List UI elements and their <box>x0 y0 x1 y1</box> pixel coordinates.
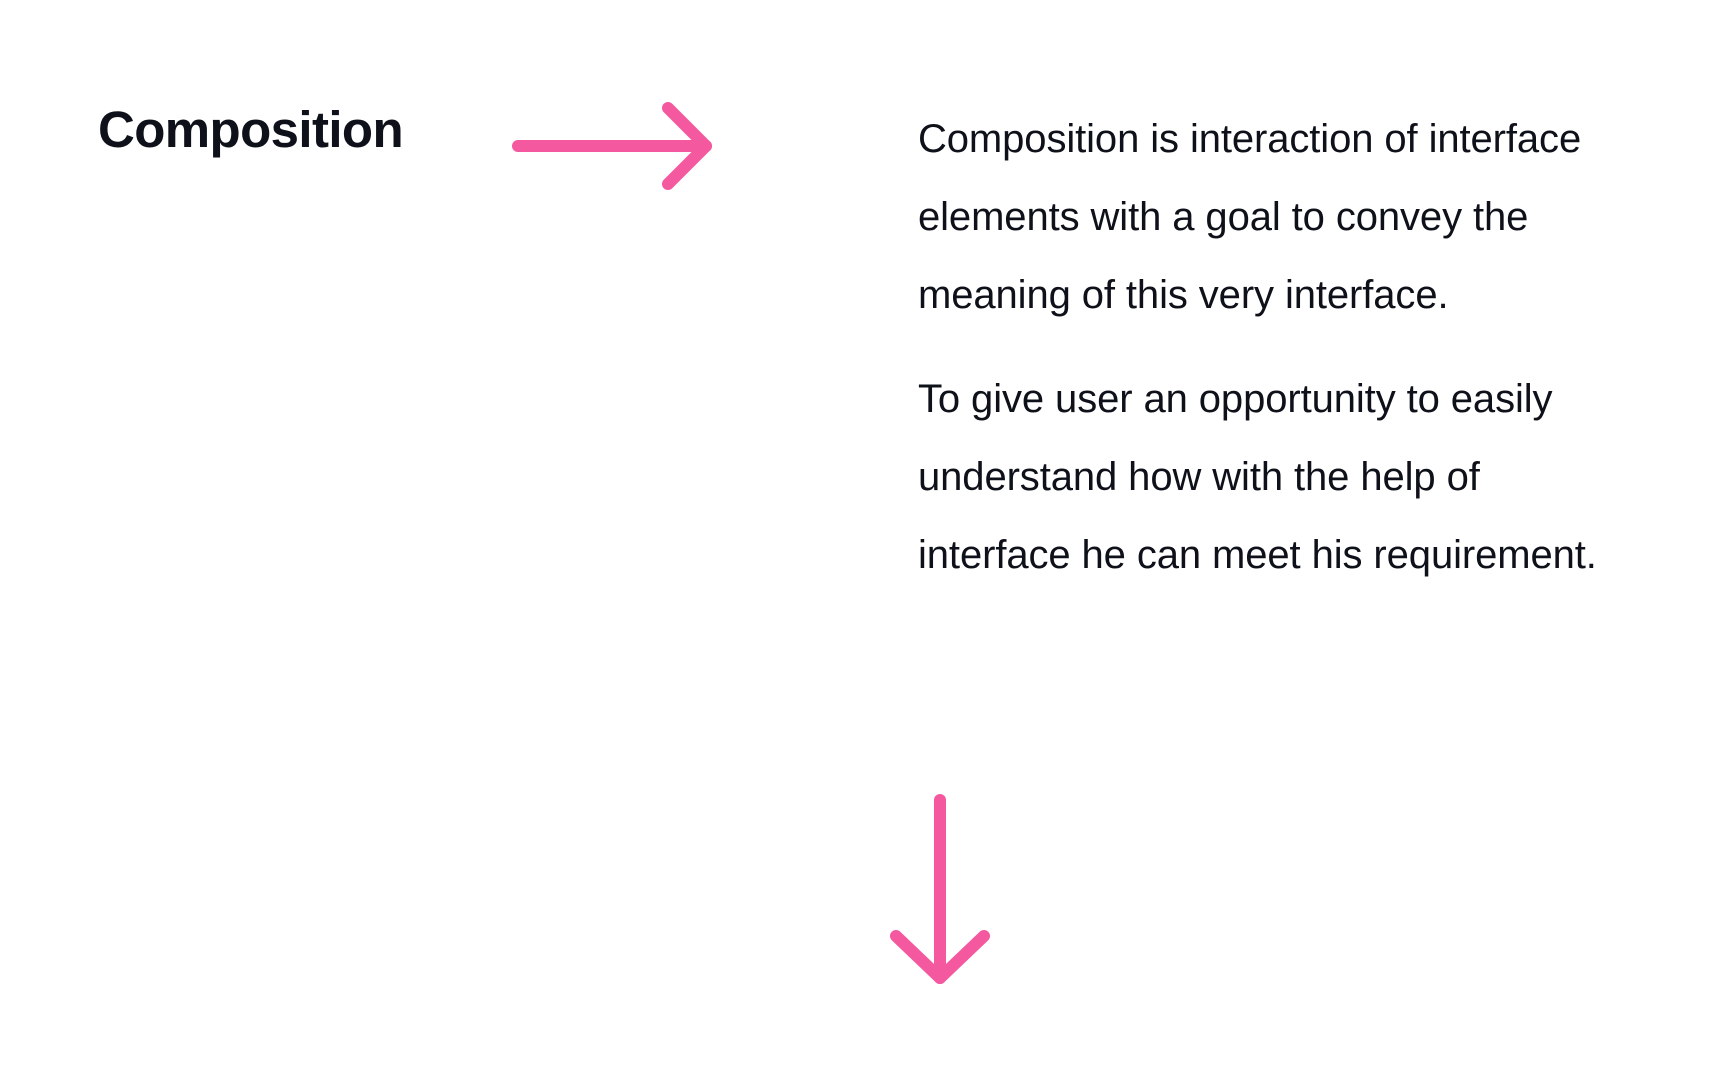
body-paragraph-2: To give user an opportunity to easily un… <box>918 377 1597 577</box>
body-paragraph-1: Composition is interaction of interface … <box>918 117 1582 317</box>
body-copy: Composition is interaction of interface … <box>918 100 1608 594</box>
arrow-right-icon <box>510 96 730 196</box>
arrow-down-glyph <box>890 794 990 984</box>
page-title: Composition <box>98 101 404 158</box>
heading-block: Composition <box>98 101 404 158</box>
arrow-right-glyph <box>512 102 712 190</box>
arrow-down-icon <box>880 786 1010 1001</box>
